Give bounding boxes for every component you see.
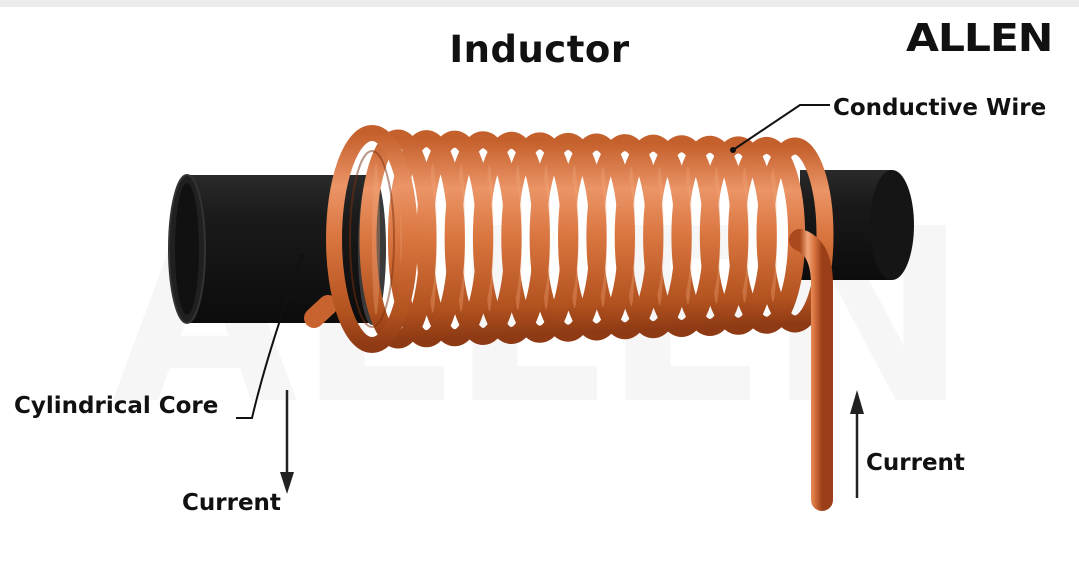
left-lead: [304, 295, 338, 531]
coil-turn: [359, 129, 437, 349]
top-border: [0, 0, 1079, 7]
coil-turns: [359, 129, 834, 349]
allen-logo: ALLEN: [906, 16, 1053, 60]
current-arrow-right: [850, 390, 864, 498]
conductive-wire-label: Conductive Wire: [833, 95, 1047, 121]
coil-turn: [387, 130, 465, 348]
cylindrical-core-label: Cylindrical Core: [14, 393, 219, 419]
right-lead: [789, 229, 833, 511]
current-label-right: Current: [866, 450, 965, 476]
coil-turn-highlight: [372, 163, 380, 315]
current-arrow-left: [280, 390, 294, 494]
pointer-lines: [236, 104, 830, 419]
current-label-left: Current: [182, 490, 281, 516]
coil-front-ring: [326, 125, 418, 353]
page-title: Inductor: [449, 28, 630, 71]
